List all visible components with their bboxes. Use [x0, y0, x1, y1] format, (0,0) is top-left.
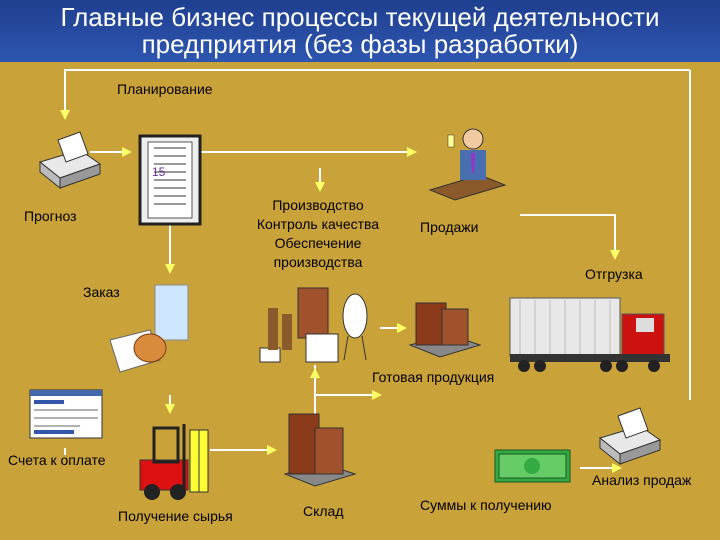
label-warehouse: Склад	[303, 503, 344, 519]
factory-icon	[259, 287, 368, 363]
sales-to-truck	[520, 214, 620, 260]
binder-number: 15	[152, 165, 166, 179]
analysis-printer-icon	[598, 407, 662, 466]
label-production-3: Обеспечение	[274, 235, 362, 251]
salesperson-icon	[428, 128, 507, 201]
warehouse-pallet-icon	[283, 413, 357, 487]
connectors	[60, 69, 691, 473]
label-finished-goods: Готовая продукция	[372, 369, 495, 385]
loop-line	[60, 69, 690, 120]
label-invoices: Счета к оплате	[8, 452, 106, 468]
label-production-4: производства	[273, 254, 363, 270]
title-line-1: Главные бизнес процессы текущей деятельн…	[60, 2, 660, 32]
forklift-icon	[139, 424, 209, 500]
label-order: Заказ	[83, 284, 120, 300]
binder-icon: 15	[138, 134, 202, 226]
label-planning: Планирование	[117, 81, 213, 97]
printer-icon	[38, 131, 102, 190]
label-production-1: Производство	[272, 197, 364, 213]
title-line-2: предприятия (без фазы разработки)	[141, 29, 579, 59]
invoice-icon	[29, 389, 103, 439]
label-production-2: Контроль качества	[256, 216, 380, 232]
factory-to-goods	[314, 365, 382, 400]
truck-icon	[509, 297, 670, 372]
label-receivables: Суммы к получению	[420, 497, 552, 513]
label-raw-receipt: Получение сырья	[118, 508, 233, 524]
label-sales: Продажи	[420, 219, 479, 235]
goods-pallet-icon	[408, 302, 482, 358]
order-document-icon	[109, 284, 189, 373]
money-icon	[494, 449, 571, 483]
slide-title: Главные бизнес процессы текущей деятельн…	[0, 0, 720, 62]
label-sales-analysis: Анализ продаж	[592, 472, 692, 488]
label-production: Производство Контроль качества Обеспечен…	[238, 196, 398, 272]
label-forecast: Прогноз	[24, 208, 77, 224]
label-shipping: Отгрузка	[585, 266, 643, 282]
